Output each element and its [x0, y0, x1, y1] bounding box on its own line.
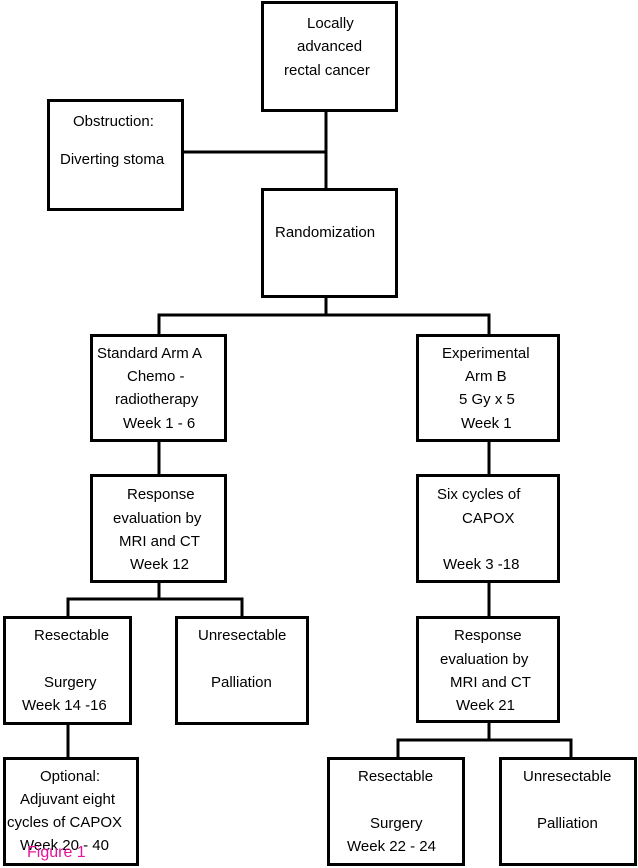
- node-text: Surgery: [44, 674, 97, 691]
- node-unresectable-a: Unresectable Palliation: [175, 616, 309, 725]
- node-text: rectal cancer: [284, 62, 370, 79]
- node-text: Optional:: [40, 768, 101, 785]
- node-text: Diverting stoma: [60, 151, 165, 168]
- node-resectable-b: Resectable Surgery Week 22 - 24: [327, 757, 465, 866]
- node-text: Resectable: [34, 627, 110, 644]
- node-locally-advanced: Locally advanced rectal cancer: [261, 1, 398, 112]
- node-text: radiotherapy: [115, 391, 199, 408]
- node-text: Week 3 -18: [443, 556, 520, 573]
- node-text: evaluation by: [440, 651, 529, 668]
- node-text: Week 14 -16: [22, 697, 107, 714]
- node-text: Palliation: [211, 674, 272, 691]
- node-standard-arm-a: Standard Arm A Chemo - radiotherapy Week…: [90, 334, 227, 442]
- node-experimental-arm-b: Experimental Arm B 5 Gy x 5 Week 1: [416, 334, 560, 442]
- node-text: Locally: [307, 15, 354, 32]
- node-text: Week 20 - 40: [20, 837, 109, 854]
- node-text: Response: [454, 627, 522, 644]
- node-text: 5 Gy x 5: [459, 391, 515, 408]
- node-response-evaluation-b: Response evaluation by MRI and CT Week 2…: [416, 616, 560, 723]
- node-text: Unresectable: [198, 627, 287, 644]
- node-randomization: Randomization: [261, 188, 398, 298]
- node-text: Week 22 - 24: [347, 838, 436, 855]
- node-text: Chemo -: [127, 368, 185, 385]
- node-text: Obstruction:: [73, 113, 154, 130]
- node-text: Standard Arm A: [97, 345, 203, 362]
- node-text: evaluation by: [113, 510, 202, 527]
- node-text: MRI and CT: [450, 674, 531, 691]
- node-unresectable-b: Unresectable Palliation: [499, 757, 637, 866]
- node-text: cycles of CAPOX: [7, 814, 123, 831]
- node-resectable-a: Resectable Surgery Week 14 -16: [3, 616, 132, 725]
- node-text: Palliation: [537, 815, 598, 832]
- node-optional-adjuvant: Optional: Adjuvant eight cycles of CAPOX…: [3, 757, 139, 866]
- node-text: Week 1: [461, 415, 512, 432]
- node-text: Week 1 - 6: [123, 415, 196, 432]
- node-text: Experimental: [442, 345, 530, 362]
- node-text: Unresectable: [523, 768, 612, 785]
- node-text: Randomization: [275, 224, 376, 241]
- node-text: CAPOX: [462, 510, 515, 527]
- node-text: Response: [127, 486, 195, 503]
- node-obstruction: Obstruction: Diverting stoma: [47, 99, 184, 211]
- node-six-cycles-capox: Six cycles of CAPOX Week 3 -18: [416, 474, 560, 583]
- node-text: advanced: [297, 38, 363, 55]
- figure-label: Figure 1: [27, 844, 86, 861]
- node-text: Adjuvant eight: [20, 791, 116, 808]
- node-response-evaluation-a: Response evaluation by MRI and CT Week 1…: [90, 474, 227, 583]
- node-text: Week 21: [456, 697, 515, 714]
- node-text: Surgery: [370, 815, 423, 832]
- node-text: Resectable: [358, 768, 434, 785]
- node-text: Six cycles of: [437, 486, 521, 503]
- node-text: Arm B: [465, 368, 507, 385]
- node-text: Week 12: [130, 556, 189, 573]
- node-text: MRI and CT: [119, 533, 200, 550]
